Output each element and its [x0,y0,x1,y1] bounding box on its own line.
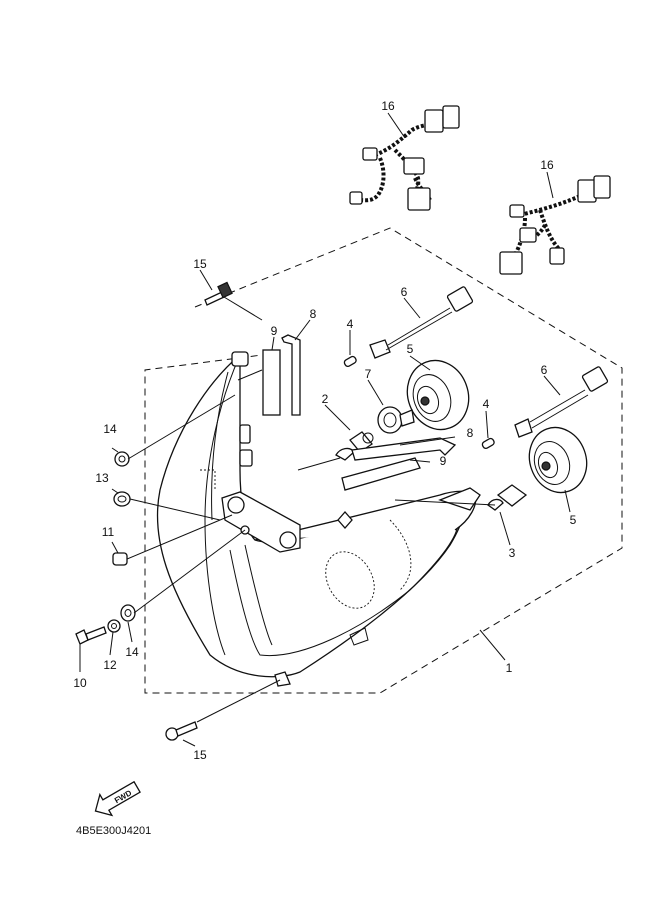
wire-harness-upper [349,105,460,211]
part-9-lower [341,457,421,491]
label-part-1: 1 [506,661,513,675]
label-part-11: 11 [102,525,115,539]
label-part-15-lower: 15 [193,748,207,762]
label-part-4-upper: 4 [347,317,354,331]
label-part-9-upper: 9 [271,324,278,338]
part-13-grommet [113,491,131,507]
label-part-12: 12 [103,658,117,672]
label-part-4-lower: 4 [483,397,490,411]
label-part-5-lower: 5 [570,513,577,527]
part-2-bulb [335,431,374,461]
part-4-upper [343,355,357,368]
part-15-screw-upper [204,281,233,306]
label-part-15-upper: 15 [193,257,207,271]
part-11-collar [112,552,128,566]
leader-lines [79,112,571,747]
diagram-code: 4B5E300J4201 [76,825,151,837]
label-part-3: 3 [509,546,516,560]
part-9-upper [262,349,281,416]
label-part-7: 7 [365,367,372,381]
assembly-boundary [144,227,623,694]
label-part-8-lower: 8 [467,426,474,440]
label-part-5-upper: 5 [407,342,414,356]
part-7-bulb [377,406,415,434]
label-part-9-lower: 9 [440,454,447,468]
part-14-grommet-upper [114,451,130,467]
part-10-bolt [75,626,107,645]
part-6-lower [514,366,609,438]
label-part-8-upper: 8 [310,307,317,321]
part-14-grommet-lower [120,604,136,622]
label-part-14-lower: 14 [125,645,139,659]
label-part-14-upper: 14 [103,422,117,436]
part-8-upper [281,334,301,416]
label-part-6-upper: 6 [401,285,408,299]
label-part-6-lower: 6 [541,363,548,377]
part-15-screw-lower [165,721,198,741]
headlight-housing [156,351,481,687]
label-part-16-upper: 16 [381,99,395,113]
part-8-lower [351,437,457,461]
part-5-lower [528,426,588,494]
part-3-bulb [487,484,528,511]
wire-harness-lower [499,175,611,275]
label-part-13: 13 [95,471,109,485]
forward-direction-arrow: FWD [94,780,141,817]
label-part-2: 2 [322,392,329,406]
part-12-washer [107,619,121,633]
label-part-10: 10 [73,676,87,690]
part-4-lower [481,437,495,450]
part-6-upper [369,286,474,359]
part-5-upper [406,359,470,431]
label-part-16-lower: 16 [540,158,554,172]
